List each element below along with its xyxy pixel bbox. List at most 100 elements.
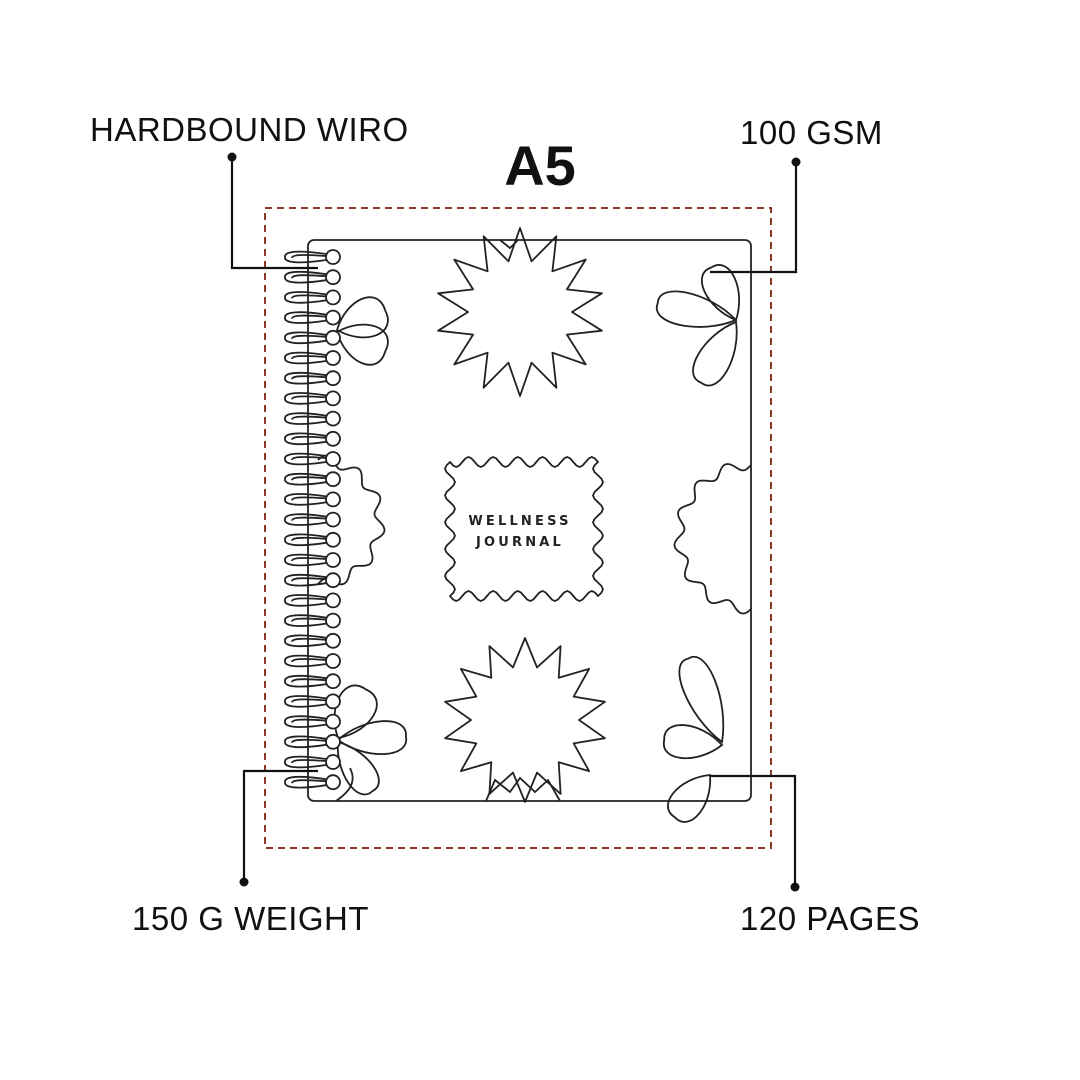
spiral-hole bbox=[325, 430, 341, 447]
spiral-hole bbox=[325, 289, 341, 306]
spiral-coil bbox=[291, 314, 327, 319]
partial-shape bbox=[485, 776, 561, 802]
spiral-coil bbox=[284, 392, 327, 405]
spiral-coil bbox=[284, 735, 327, 749]
spiral-coil bbox=[284, 270, 327, 284]
sun-shape bbox=[437, 227, 603, 397]
spiral-coil bbox=[284, 472, 327, 486]
leader-weight bbox=[242, 769, 318, 882]
notebook-cover bbox=[307, 239, 752, 802]
spiral-coil bbox=[291, 274, 327, 279]
spiral-coil bbox=[291, 678, 327, 683]
spiral-hole bbox=[325, 329, 341, 346]
cover-title-line2: JOURNAL bbox=[475, 535, 564, 550]
spiral-coil bbox=[284, 573, 327, 587]
callout-weight: 150 G WEIGHT bbox=[132, 900, 370, 937]
spiral-coil bbox=[291, 658, 327, 663]
spiral-coil bbox=[284, 351, 327, 365]
leader-dot bbox=[227, 152, 237, 162]
spiral-coil bbox=[291, 435, 327, 441]
spiral-coil bbox=[284, 654, 327, 668]
spiral-coil bbox=[291, 597, 327, 602]
partial-shape bbox=[335, 767, 354, 802]
leader-dot bbox=[791, 157, 801, 167]
spiral-coil bbox=[284, 775, 327, 789]
spiral-coil bbox=[284, 715, 327, 728]
callout-leaders bbox=[230, 157, 798, 887]
spiral-coil bbox=[291, 698, 327, 703]
spiral-coil bbox=[291, 516, 327, 521]
spiral-coil bbox=[291, 557, 327, 562]
spiral-hole bbox=[325, 531, 341, 548]
sun-shape bbox=[444, 637, 606, 803]
spiral-hole bbox=[325, 653, 341, 669]
callout-binding: HARDBOUND WIRO bbox=[90, 111, 409, 148]
spiral-hole bbox=[325, 713, 341, 730]
spiral-hole bbox=[325, 552, 341, 568]
spiral-coil bbox=[284, 412, 327, 425]
spiral-hole bbox=[325, 693, 341, 710]
spiral-coil bbox=[291, 637, 327, 643]
spiral-coil bbox=[284, 371, 327, 385]
size-title: A5 bbox=[504, 134, 576, 197]
leader-dot bbox=[239, 877, 249, 887]
scalloped-shape bbox=[673, 463, 752, 615]
spiral-coil bbox=[291, 334, 327, 340]
spiral-hole bbox=[325, 471, 341, 488]
spiral-coil bbox=[291, 738, 327, 744]
spiral-hole bbox=[325, 774, 341, 791]
spiral-hole bbox=[325, 673, 341, 690]
spiral-coil bbox=[284, 695, 327, 708]
spiral-hole bbox=[325, 733, 341, 750]
spiral-coil bbox=[291, 476, 327, 481]
flower-petal bbox=[336, 720, 407, 756]
spiral-coil bbox=[284, 311, 327, 324]
spiral-coil bbox=[291, 759, 327, 764]
flower-petal bbox=[333, 684, 378, 740]
callout-pages: 120 PAGES bbox=[740, 900, 920, 937]
wavy-title-frame bbox=[444, 455, 604, 603]
leader-dot bbox=[790, 882, 800, 892]
spiral-hole bbox=[325, 370, 341, 387]
callout-paper: 100 GSM bbox=[740, 114, 883, 151]
spiral-coil bbox=[284, 331, 327, 345]
leader-pages bbox=[710, 774, 797, 887]
spiral-hole bbox=[325, 390, 341, 407]
cover-title-line1: WELLNESS bbox=[468, 514, 571, 529]
spiral-coil bbox=[284, 674, 327, 688]
spiral-coil bbox=[291, 415, 327, 420]
flower-petal bbox=[678, 655, 725, 744]
spiral-coil bbox=[291, 496, 327, 501]
spiral-coil bbox=[284, 291, 327, 304]
spiral-coil bbox=[284, 432, 327, 446]
spiral-hole bbox=[325, 451, 341, 467]
partial-shape bbox=[499, 239, 519, 250]
spiral-hole bbox=[325, 572, 341, 589]
spiral-hole bbox=[325, 350, 341, 366]
spiral-coil bbox=[284, 493, 327, 506]
spiral-coil bbox=[284, 614, 327, 627]
spiral-coil bbox=[291, 718, 327, 723]
spiral-hole bbox=[325, 632, 341, 649]
spiral-coil bbox=[291, 254, 327, 259]
spiral-coil bbox=[284, 250, 327, 264]
spiral-coil bbox=[291, 395, 327, 400]
spiral-coil bbox=[284, 634, 327, 648]
spiral-hole bbox=[325, 249, 341, 265]
spiral-coil bbox=[284, 553, 327, 567]
spiral-hole bbox=[325, 491, 341, 508]
leader-paper bbox=[710, 162, 798, 274]
a5-size-outline bbox=[264, 207, 772, 849]
spiral-coil bbox=[291, 577, 327, 582]
spiral-hole bbox=[325, 269, 341, 286]
flower-petal bbox=[337, 740, 380, 796]
flower-petal bbox=[335, 296, 389, 339]
flower-petal bbox=[692, 320, 738, 387]
flower-petal bbox=[700, 264, 741, 322]
leader-binding bbox=[230, 157, 318, 270]
spiral-coil bbox=[291, 779, 327, 784]
spiral-coil bbox=[284, 533, 327, 547]
spiral-hole bbox=[325, 612, 341, 629]
spiral-coil bbox=[291, 456, 327, 461]
spiral-coil bbox=[284, 513, 327, 526]
